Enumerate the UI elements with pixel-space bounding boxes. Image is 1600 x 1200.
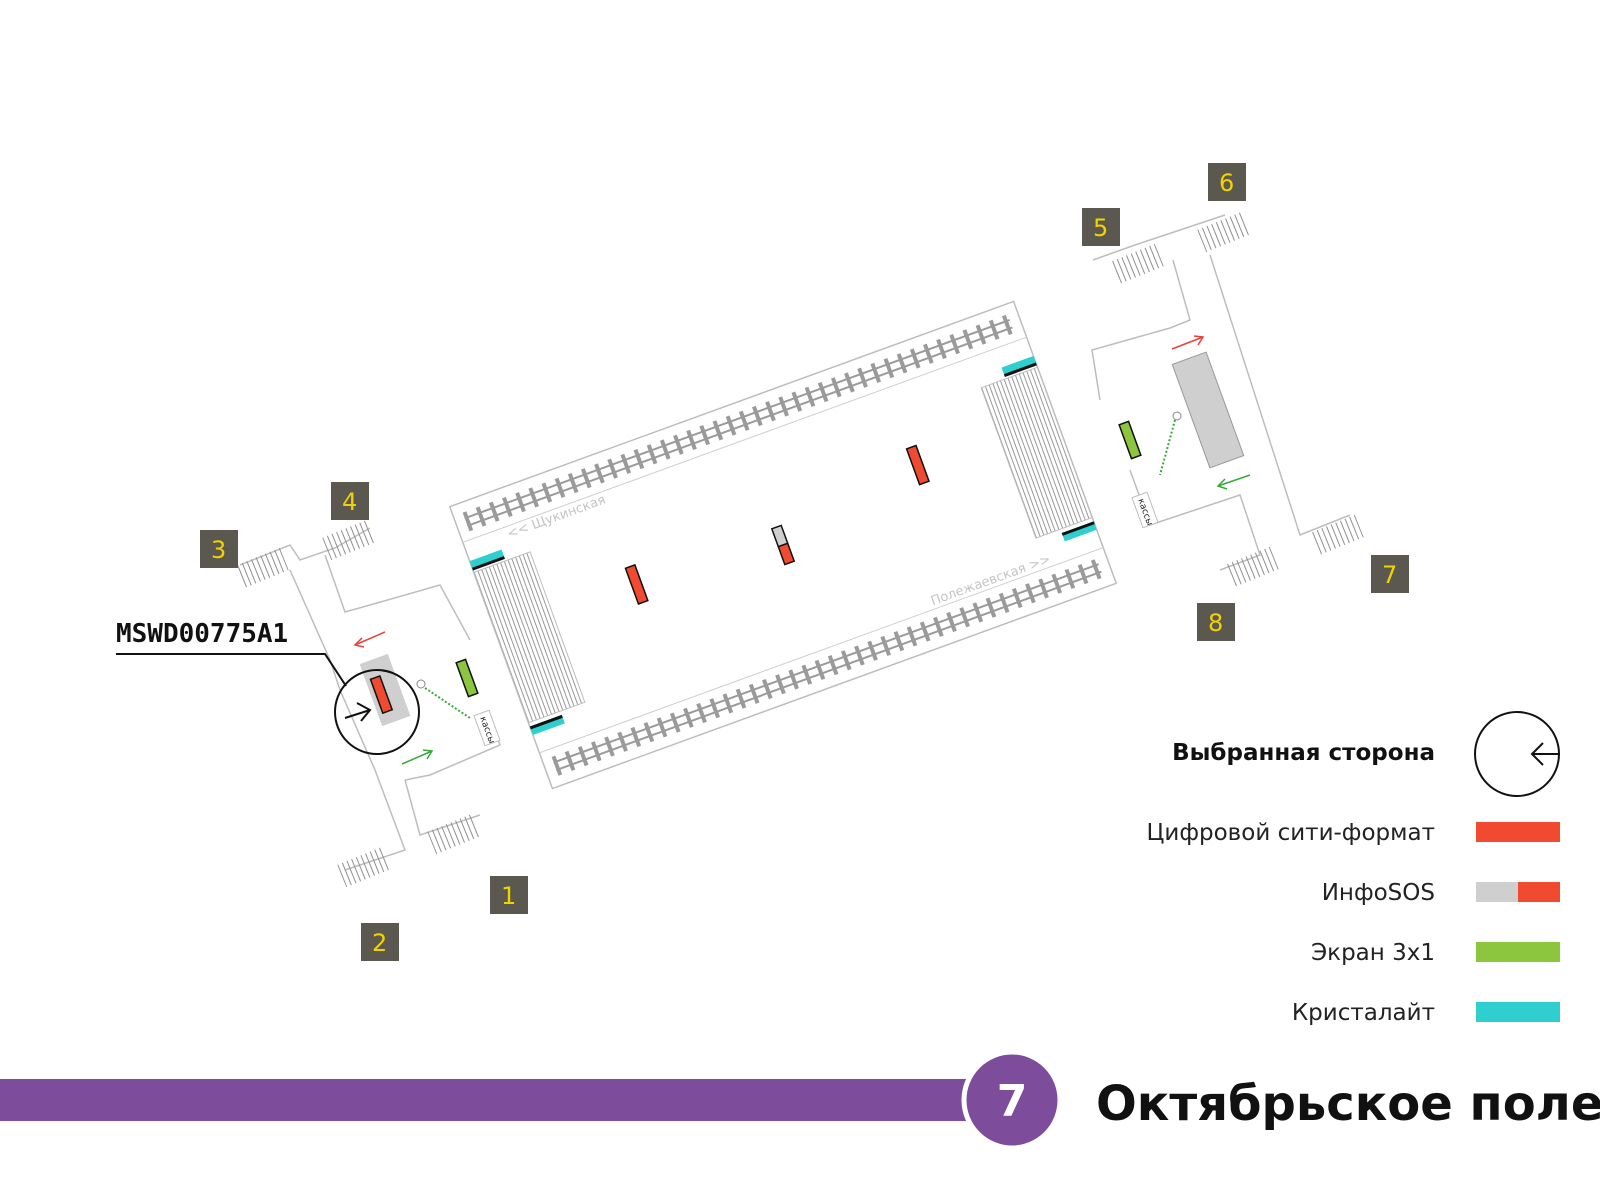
track-south (551, 558, 1104, 776)
legend-label-digital: Цифровой сити-формат (1147, 820, 1435, 846)
exit-stairs-1 (427, 813, 481, 855)
exit-stairs-3 (235, 547, 289, 589)
legend-label-screen: Экран 3х1 (1311, 940, 1435, 966)
kassy-west: кассы (473, 709, 501, 747)
exit-stairs-8 (1225, 546, 1279, 588)
west-vestibule: кассы MSWD00775A1 (116, 519, 501, 888)
exit-stairs-2 (337, 846, 391, 888)
exit-badge-1: 1 (490, 876, 528, 914)
screen-3x1 (455, 658, 479, 698)
infosos-selected (359, 653, 411, 727)
legend-swatch-crystalite (1476, 1002, 1560, 1022)
svg-text:3: 3 (211, 536, 226, 564)
digital-city-format (905, 444, 930, 486)
platform-area: << Щукинская Полежаевская >> (448, 300, 1118, 790)
svg-text:2: 2 (372, 929, 387, 957)
legend-swatch-digital (1476, 822, 1560, 842)
svg-text:1: 1 (501, 882, 516, 910)
svg-text:5: 5 (1093, 214, 1108, 242)
walk-path (1159, 419, 1176, 476)
arrow-red-east (1171, 335, 1205, 350)
exit-badge-2: 2 (361, 923, 399, 961)
east-vestibule: кассы (1091, 211, 1364, 588)
legend-swatch-infosos (1476, 882, 1518, 902)
exit-stairs-5 (1110, 243, 1164, 285)
legend: Выбранная сторона Цифровой сити-формат И… (1147, 711, 1560, 1026)
selected-side-marker[interactable] (334, 669, 420, 755)
exit-badge-7: 7 (1371, 555, 1409, 593)
arrow-left-icon (1530, 742, 1560, 766)
selected-code-label: MSWD00775A1 (116, 619, 288, 649)
track-north (462, 314, 1015, 532)
kassy-east: кассы (1131, 491, 1159, 529)
station-name: Октябрьское поле (1096, 1076, 1600, 1132)
infosos-gray-block (1171, 351, 1245, 469)
svg-text:7: 7 (1382, 561, 1397, 589)
infosos-stand (770, 524, 796, 566)
svg-text:4: 4 (342, 488, 357, 516)
exit-badge-8: 8 (1197, 603, 1235, 641)
stairs-west (473, 551, 586, 724)
screen-3x1 (1118, 420, 1142, 460)
arrow-green-east (1216, 474, 1251, 490)
exit-stairs-4 (322, 519, 376, 561)
legend-swatch-screen (1476, 942, 1560, 962)
crystalite-sign (1001, 355, 1037, 377)
code-leader-line (116, 653, 347, 687)
walk-path (424, 687, 471, 719)
digital-city-format (624, 563, 649, 605)
arrow-green-west (401, 749, 434, 765)
svg-text:8: 8 (1208, 609, 1223, 637)
exit-badge-6: 6 (1208, 163, 1246, 201)
legend-label-infosos: ИнфоSOS (1322, 880, 1435, 906)
line-number: 7 (997, 1076, 1028, 1127)
arrow-red-west (353, 631, 386, 648)
exit-badge-4: 4 (331, 482, 369, 520)
exit-badge-5: 5 (1082, 208, 1120, 246)
metro-line-bar (0, 1079, 975, 1121)
exit-stairs-6 (1197, 211, 1251, 253)
line-number-circle (961, 1049, 1063, 1151)
exit-stairs-7 (1310, 514, 1364, 556)
arrow-right-icon (344, 702, 372, 722)
svg-text:6: 6 (1219, 169, 1234, 197)
stairs-east (980, 366, 1093, 539)
legend-label-crystalite: Кристалайт (1292, 1000, 1435, 1026)
legend-selected-side: Выбранная сторона (1172, 740, 1435, 766)
crystalite-sign (469, 549, 505, 570)
exit-badge-3: 3 (200, 530, 238, 568)
